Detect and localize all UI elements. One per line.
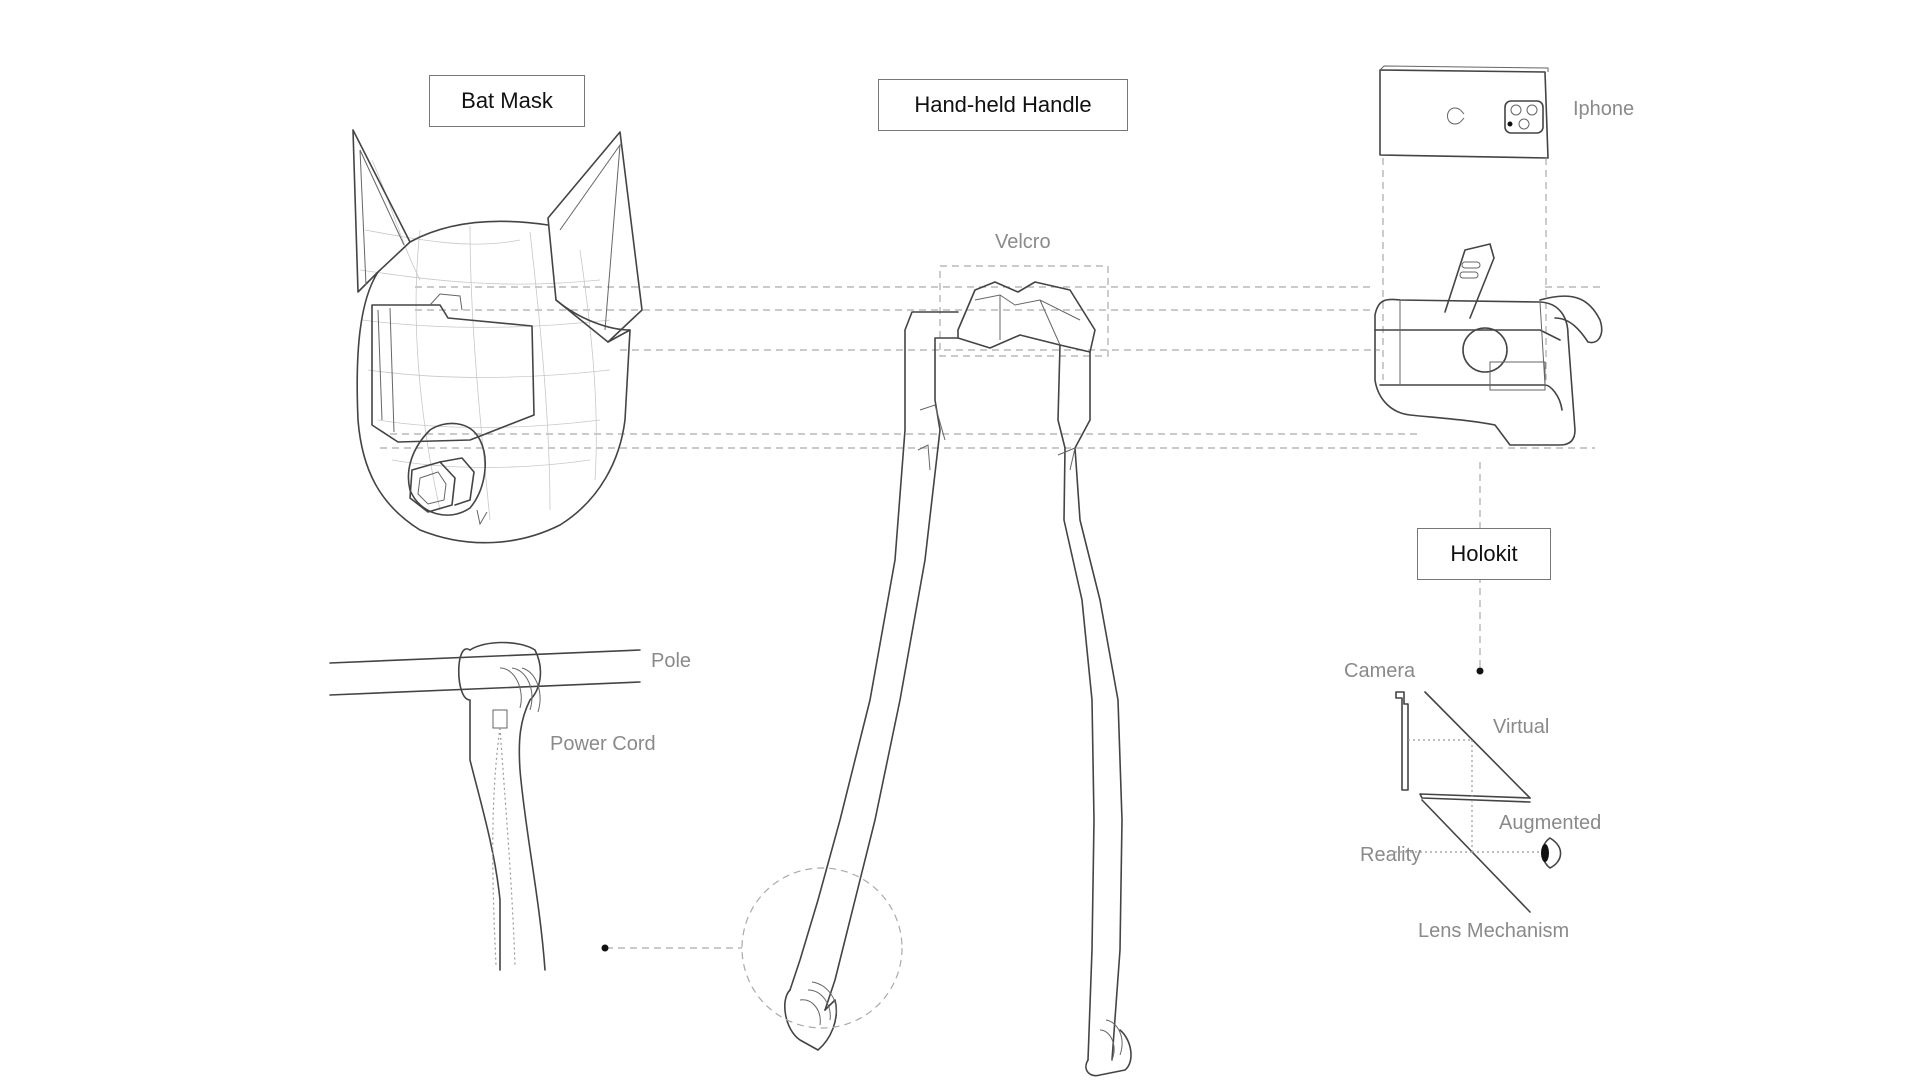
alignment-lines [380,286,1600,449]
lens-mechanism-drawing [1395,691,1562,913]
iphone-drawing [1379,65,1549,380]
bat-mask-label: Bat Mask [429,75,585,127]
handle-drawing [601,265,1132,1077]
lens-mechanism-annotation: Lens Mechanism [1418,920,1570,942]
bat-mask-drawing [352,129,643,544]
pole-annotation: Pole [651,650,692,672]
iphone-annotation: Iphone [1573,98,1635,120]
augmented-annotation: Augmented [1499,812,1602,834]
velcro-annotation: Velcro [995,231,1051,253]
power-cord-annotation: Power Cord [550,733,656,755]
virtual-annotation: Virtual [1493,716,1550,738]
handheld-handle-label: Hand-held Handle [878,79,1128,131]
holokit-drawing [1374,243,1603,675]
holokit-label: Holokit [1417,528,1551,580]
reality-annotation: Reality [1360,844,1422,866]
pole-drawing [329,641,641,971]
camera-annotation: Camera [1344,660,1416,682]
